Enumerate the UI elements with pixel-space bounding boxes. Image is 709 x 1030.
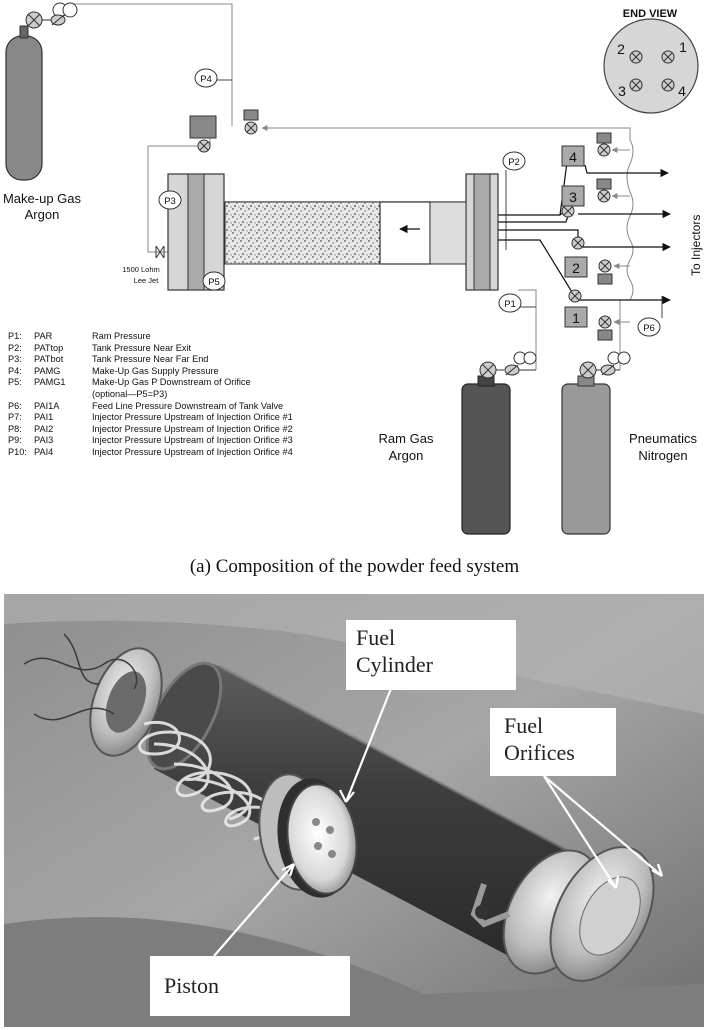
makeup-valve-box [189, 115, 217, 153]
fuel-tank [167, 173, 499, 291]
piston [258, 773, 358, 898]
end-view-title: END VIEW [623, 8, 678, 20]
svg-text:P1: P1 [504, 299, 516, 310]
ram-gas-sublabel: Argon [389, 448, 424, 463]
lee-jet [155, 245, 165, 259]
svg-text:4: 4 [569, 149, 577, 165]
sensor-p1: P1 [498, 293, 522, 313]
ram-gas-label: Ram Gas [379, 431, 434, 446]
svg-text:4: 4 [678, 83, 686, 99]
hardware-photo-art [4, 594, 704, 1027]
to-injectors-label: To Injectors [689, 215, 703, 276]
jet-label: 1500 Lohm [122, 265, 160, 274]
svg-text:1: 1 [679, 39, 687, 55]
legend-row: (optional—P5=P3) [92, 388, 168, 399]
piston-label: Piston [150, 956, 350, 1016]
nitrogen-cylinder [561, 375, 611, 535]
svg-text:P4: P4 [200, 74, 212, 85]
ram-gas-cylinder [461, 375, 511, 535]
makeup-gas-cylinder [5, 25, 43, 181]
svg-text:1: 1 [572, 310, 580, 326]
svg-text:P3: P3 [164, 196, 176, 207]
sensor-p3: P3 [158, 190, 182, 210]
nitrogen-regulator [579, 351, 631, 379]
sensor-wires [23, 633, 138, 721]
svg-text:2: 2 [572, 260, 580, 276]
injector-box-4: 4 [561, 145, 585, 167]
svg-text:3: 3 [618, 83, 626, 99]
injector-box-2: 2 [564, 256, 588, 278]
left-flange [89, 647, 163, 757]
makeup-gas-sublabel: Argon [25, 207, 60, 222]
svg-text:3: 3 [569, 189, 577, 205]
fuel-cylinder-label: Fuel Cylinder [346, 620, 516, 690]
right-flange [470, 846, 655, 982]
pneumatics-sublabel: Nitrogen [638, 448, 687, 463]
ram-regulator [479, 351, 537, 379]
pneumatics-label: Pneumatics [629, 431, 697, 446]
injector-valves [561, 132, 613, 341]
makeup-gas-label: Make-up Gas [3, 191, 82, 206]
fuel-cylinder-body [145, 661, 590, 964]
sensor-p2: P2 [502, 151, 526, 171]
figure-caption: (a) Composition of the powder feed syste… [189, 556, 520, 577]
injector-box-3: 3 [561, 185, 585, 207]
svg-text:2: 2 [617, 41, 625, 57]
end-view: END VIEW 2 1 3 4 [603, 8, 699, 114]
fuel-orifices-label: Fuel Orifices [490, 708, 616, 776]
sensor-p5: P5 [202, 271, 226, 291]
jet-sublabel: Lee Jet [134, 276, 160, 285]
hardware-photo: Fuel Cylinder Fuel Orifices Piston [4, 594, 704, 1027]
makeup-solenoid [243, 109, 259, 135]
makeup-regulator [25, 2, 78, 29]
svg-text:P6: P6 [643, 323, 655, 334]
sensor-p6: P6 [637, 317, 661, 337]
svg-text:P2: P2 [508, 157, 520, 168]
sensor-p4: P4 [194, 68, 218, 88]
powder-feed-diagram: 4 3 2 1 P1 P2 P3 P4 P5 P6 END VIEW [3, 2, 703, 535]
injector-box-1: 1 [564, 306, 588, 328]
svg-text:P5: P5 [208, 277, 220, 288]
